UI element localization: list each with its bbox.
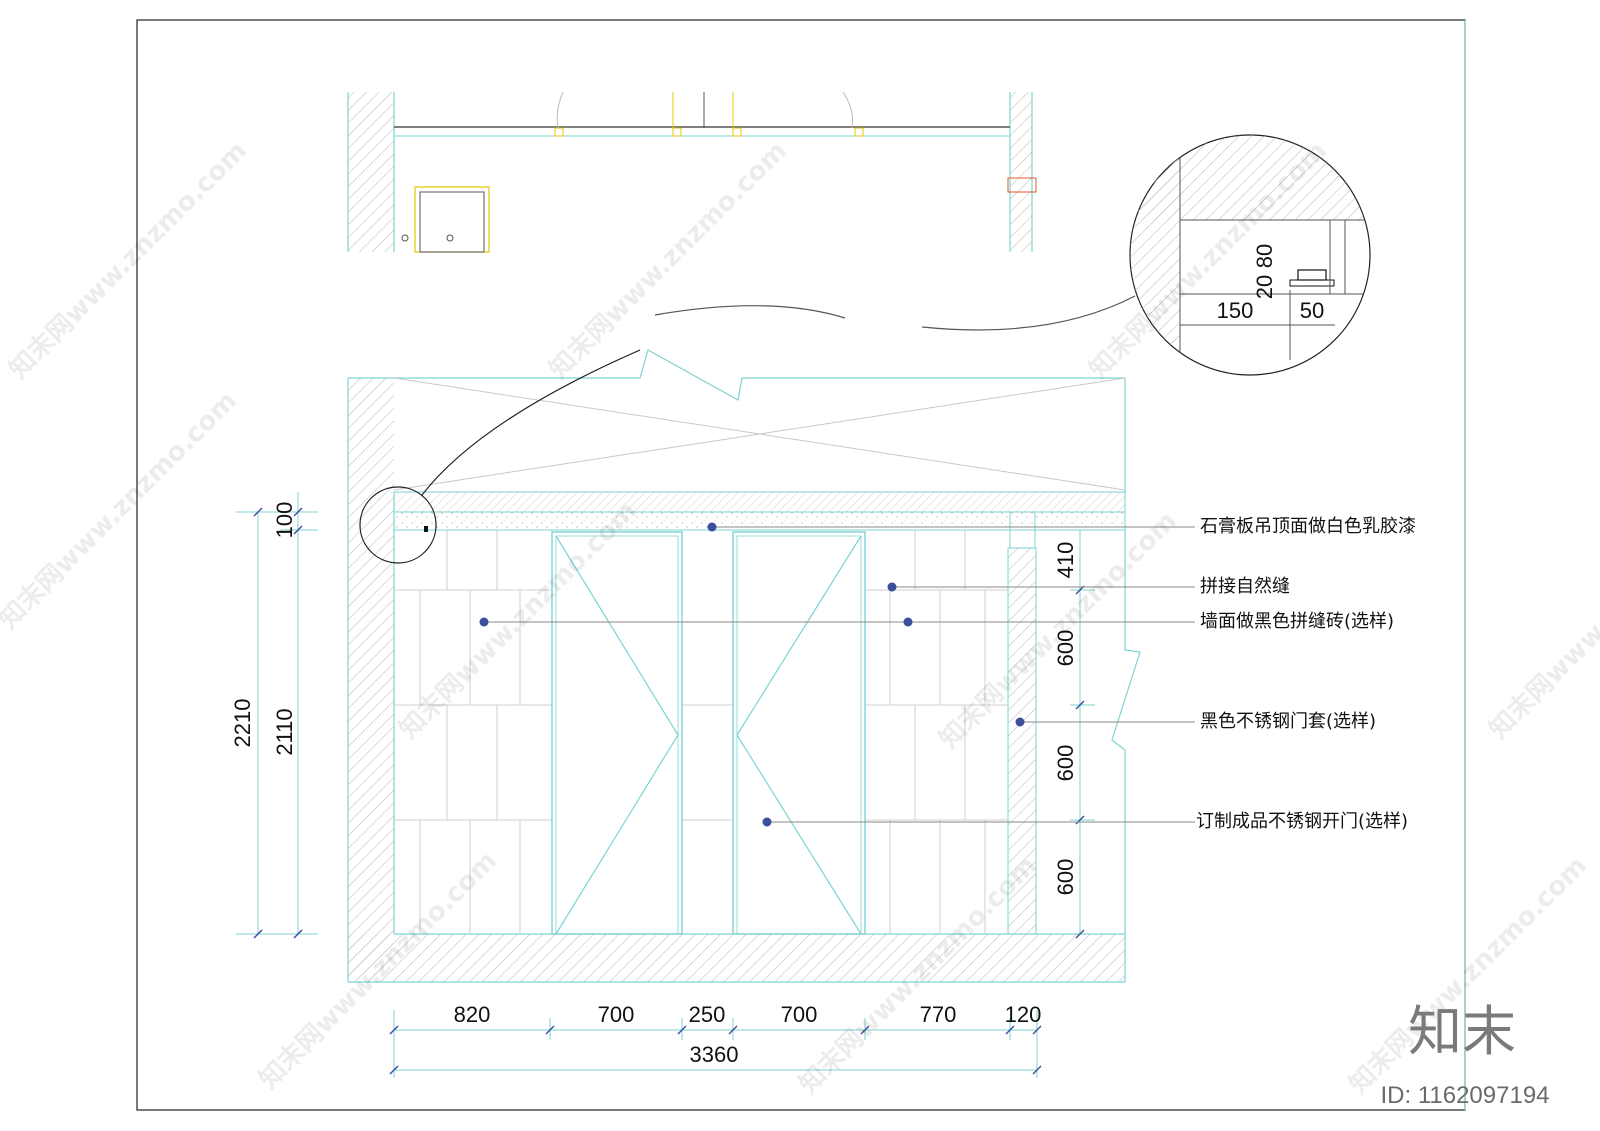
break-curve — [654, 305, 846, 319]
elevation — [347, 349, 1141, 983]
leader-dot — [479, 617, 489, 627]
detail-dim-80: 80 — [1252, 244, 1277, 268]
watermark-text: 知末网www.znzmo.com — [0, 386, 243, 635]
plan-fragment — [347, 91, 1037, 253]
note-ceiling: 石膏板吊顶面做白色乳胶漆 — [1200, 515, 1416, 537]
dim-820: 820 — [454, 1002, 491, 1027]
annotation-leaders — [484, 526, 1195, 823]
note-wall-tile: 墙面做黑色拼缝砖(选样) — [1200, 611, 1394, 632]
dim-100: 100 — [272, 502, 297, 539]
dim-600-a: 600 — [1053, 630, 1078, 667]
dim-700-left: 700 — [598, 1002, 635, 1027]
brand-logo-text: 知末 — [1408, 1000, 1516, 1063]
dim-2210: 2210 — [230, 699, 255, 748]
right-dimensions — [1070, 529, 1095, 935]
dim-410: 410 — [1053, 542, 1078, 579]
detail-dim-20: 20 — [1252, 275, 1277, 299]
dim-700-right: 700 — [781, 1002, 818, 1027]
dim-2110: 2110 — [272, 708, 297, 755]
leader-dot — [887, 582, 897, 592]
watermark-text: 知末网www.znzmo.com — [1484, 496, 1600, 745]
bottom-dimensions — [393, 1010, 1038, 1078]
leader-curve — [921, 295, 1136, 331]
watermark-text: 知末网www.znzmo.com — [394, 496, 643, 745]
dim-total-3360: 3360 — [690, 1042, 739, 1067]
leader-dot — [1015, 717, 1025, 727]
note-steel-door: 订制成品不锈钢开门(选样) — [1196, 811, 1408, 832]
dim-600-b: 600 — [1053, 745, 1078, 782]
leader-dot — [762, 817, 772, 827]
dim-120: 120 — [1005, 1002, 1042, 1027]
left-dimensions — [236, 492, 318, 935]
image-id-text: ID: 1162097194 — [1380, 1082, 1549, 1109]
dim-600-c: 600 — [1053, 859, 1078, 896]
leader-dot — [903, 617, 913, 627]
detail-dim-150: 150 — [1217, 298, 1254, 323]
detail-dim-50: 50 — [1300, 298, 1324, 323]
leader-dot — [707, 522, 717, 532]
note-natural-joint: 拼接自然缝 — [1200, 576, 1290, 597]
watermark-text: 知末网www.znzmo.com — [544, 136, 793, 385]
dim-250: 250 — [689, 1002, 726, 1027]
watermark-text: 知末网www.znzmo.com — [4, 136, 253, 385]
dim-770: 770 — [920, 1002, 957, 1027]
detail-callout: 80 20 150 50 — [1129, 134, 1371, 376]
note-door-frame: 黑色不锈钢门套(选样) — [1200, 711, 1376, 732]
